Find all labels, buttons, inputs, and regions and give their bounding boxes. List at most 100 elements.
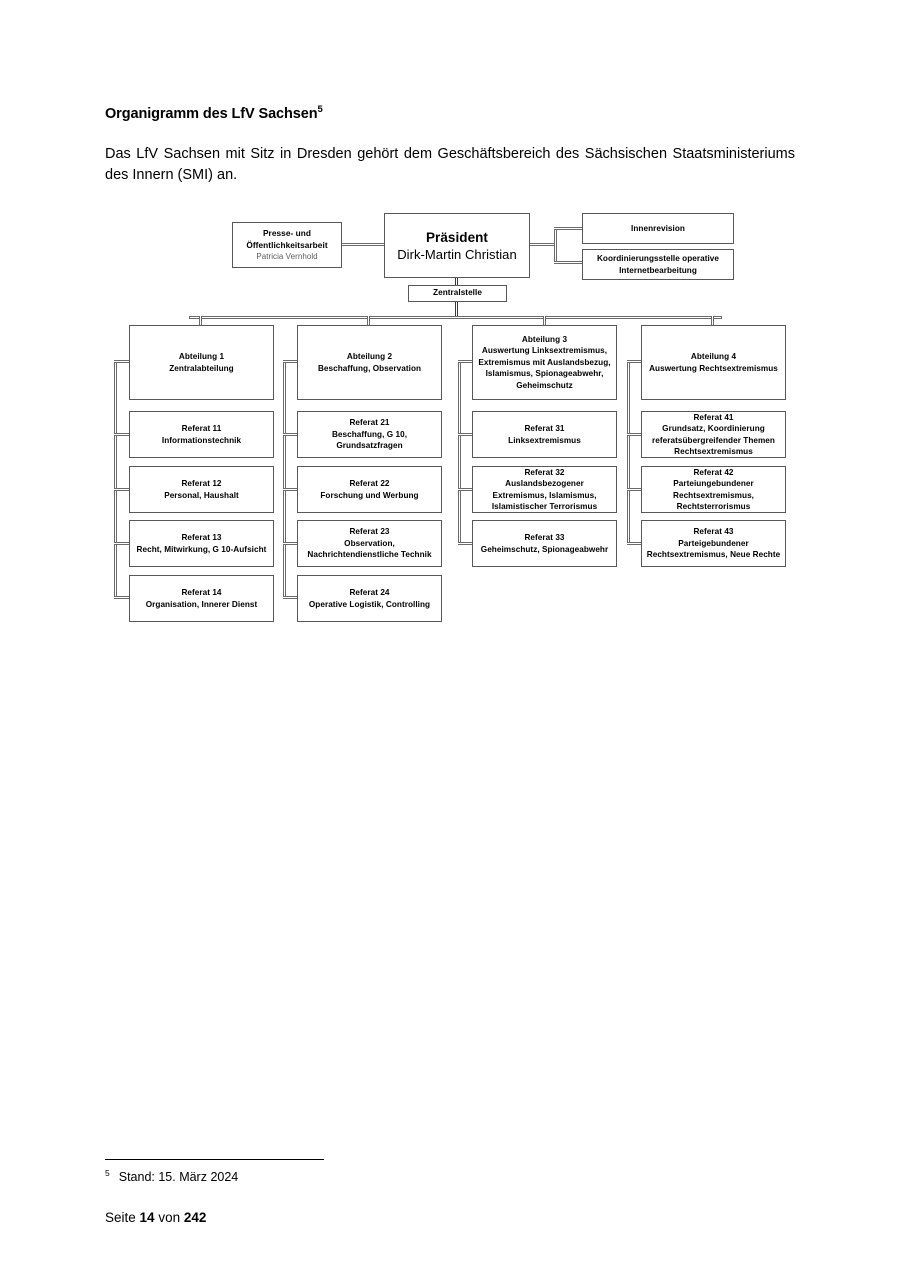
connector-president-to-staff-bus xyxy=(529,243,556,246)
referat-41-title: Referat 41 xyxy=(693,412,734,422)
org-node-referat-23[interactable]: Referat 23 Observation, Nachrichtendiens… xyxy=(297,520,442,567)
referat-21-title: Referat 21 xyxy=(349,418,390,428)
president-name: Dirk-Martin Christian xyxy=(397,246,517,262)
bracket-stub-referat-14 xyxy=(114,596,130,599)
org-node-referat-32[interactable]: Referat 32 Auslandsbezogener Extremismus… xyxy=(472,466,617,513)
referat-32-title: Referat 32 xyxy=(524,467,565,477)
referat-13-title: Referat 13 xyxy=(181,533,222,542)
org-node-abteilung-2[interactable]: Abteilung 2 Beschaffung, Observation xyxy=(297,325,442,400)
org-node-zentralstelle[interactable]: Zentralstelle xyxy=(408,285,507,302)
org-node-abteilung-1[interactable]: Abteilung 1 Zentralabteilung xyxy=(129,325,274,400)
bracket-stub-referat-13 xyxy=(114,542,130,545)
press-office-line2: Öffentlichkeitsarbeit xyxy=(246,239,328,250)
president-title: Präsident xyxy=(426,229,488,245)
connector-bus-to-innenrevision xyxy=(554,227,583,230)
abteilung-2-subtitle: Beschaffung, Observation xyxy=(317,363,422,373)
connector-bus-to-koordinierungsstelle xyxy=(554,261,583,264)
org-node-press-office[interactable]: Presse- und Öffentlichkeitsarbeit Patric… xyxy=(232,222,342,268)
bracket-stub-referat-33 xyxy=(458,542,474,545)
org-node-koordinierungsstelle[interactable]: Koordinierungsstelle operative Internetb… xyxy=(582,249,734,280)
org-node-referat-11[interactable]: Referat 11 Informationstechnik xyxy=(129,411,274,458)
org-node-referat-22[interactable]: Referat 22 Forschung und Werbung xyxy=(297,466,442,513)
org-node-referat-24[interactable]: Referat 24 Operative Logistik, Controlli… xyxy=(297,575,442,622)
department-distribution-bus xyxy=(189,316,722,319)
page-title-text: Organigramm des LfV Sachsen xyxy=(105,106,318,122)
bracket-stub-referat-41 xyxy=(627,433,643,436)
referat-12-title: Referat 12 xyxy=(181,479,222,488)
bracket-stub-abteilung-2 xyxy=(283,360,299,363)
referat-11-title: Referat 11 xyxy=(181,424,222,433)
abteilung-2-title: Abteilung 2 xyxy=(346,352,393,361)
page-footer-middle: von xyxy=(158,1210,181,1225)
referat-12-subtitle: Personal, Haushalt xyxy=(164,490,239,500)
org-node-abteilung-4[interactable]: Abteilung 4 Auswertung Rechtsextremismus xyxy=(641,325,786,400)
intro-paragraph: Das LfV Sachsen mit Sitz in Dresden gehö… xyxy=(105,144,795,186)
referat-33-title: Referat 33 xyxy=(524,533,565,542)
org-node-abteilung-3[interactable]: Abteilung 3 Auswertung Linksextremismus,… xyxy=(472,325,617,400)
referat-41-subtitle: Grundsatz, Koordinierung referatsübergre… xyxy=(652,424,775,456)
drop-abteilung-2 xyxy=(367,316,370,326)
page-footer-total: 242 xyxy=(183,1210,207,1225)
abteilung-3-title: Abteilung 3 xyxy=(521,334,568,344)
press-office-line1: Presse- und xyxy=(262,228,312,238)
bracket-abteilung-2 xyxy=(283,360,286,597)
org-node-referat-21[interactable]: Referat 21 Beschaffung, G 10, Grundsatzf… xyxy=(297,411,442,458)
bracket-stub-abteilung-4 xyxy=(627,360,643,363)
bracket-stub-referat-11 xyxy=(114,433,130,436)
referat-11-subtitle: Informationstechnik xyxy=(161,435,242,445)
abteilung-4-subtitle: Auswertung Rechtsextremismus xyxy=(649,363,778,373)
org-node-president[interactable]: Präsident Dirk-Martin Christian xyxy=(384,213,530,278)
org-node-referat-41[interactable]: Referat 41 Grundsatz, Koordinierung refe… xyxy=(641,411,786,458)
org-node-referat-42[interactable]: Referat 42 Parteiungebundener Rechtsextr… xyxy=(641,466,786,513)
drop-abteilung-3 xyxy=(543,316,546,326)
abteilung-1-title: Abteilung 1 xyxy=(178,352,225,361)
referat-22-title: Referat 22 xyxy=(349,479,390,488)
org-node-innenrevision[interactable]: Innenrevision xyxy=(582,213,734,244)
abteilung-4-title: Abteilung 4 xyxy=(690,352,737,361)
org-node-referat-43[interactable]: Referat 43 Parteigebundener Rechtsextrem… xyxy=(641,520,786,567)
org-node-referat-13[interactable]: Referat 13 Recht, Mitwirkung, G 10-Aufsi… xyxy=(129,520,274,567)
referat-31-subtitle: Linksextremismus xyxy=(508,435,581,445)
referat-42-subtitle: Parteiungebundener Rechtsextremismus, Re… xyxy=(673,479,754,511)
page-title: Organigramm des LfV Sachsen5 xyxy=(105,105,323,122)
org-node-referat-33[interactable]: Referat 33 Geheimschutz, Spionageabwehr xyxy=(472,520,617,567)
innenrevision-label: Innenrevision xyxy=(631,223,685,233)
connector-president-to-zentralstelle xyxy=(455,277,458,285)
drop-abteilung-4 xyxy=(711,316,714,326)
bracket-abteilung-3 xyxy=(458,360,461,543)
referat-24-subtitle: Operative Logistik, Controlling xyxy=(308,599,431,609)
page-footer-prefix: Seite xyxy=(105,1210,136,1225)
bracket-abteilung-4 xyxy=(627,360,630,543)
footnote-separator xyxy=(105,1159,324,1160)
page-footer-number: 14 xyxy=(139,1210,155,1225)
connector-staff-bus-vertical xyxy=(554,227,557,263)
bracket-stub-referat-22 xyxy=(283,488,299,491)
abteilung-1-subtitle: Zentralabteilung xyxy=(169,363,234,373)
referat-43-title: Referat 43 xyxy=(693,527,734,537)
org-node-referat-14[interactable]: Referat 14 Organisation, Innerer Dienst xyxy=(129,575,274,622)
intro-paragraph-text: Das LfV Sachsen mit Sitz in Dresden gehö… xyxy=(105,146,795,183)
referat-42-title: Referat 42 xyxy=(693,467,734,477)
bracket-stub-referat-42 xyxy=(627,488,643,491)
referat-23-subtitle: Observation, Nachrichtendienstliche Tech… xyxy=(307,538,432,560)
referat-14-subtitle: Organisation, Innerer Dienst xyxy=(145,599,258,609)
referat-14-title: Referat 14 xyxy=(181,588,222,597)
connector-presse-to-president xyxy=(341,243,385,246)
referat-32-subtitle: Auslandsbezogener Extremismus, Islamismu… xyxy=(491,479,598,511)
referat-31-title: Referat 31 xyxy=(524,424,565,433)
page-footer: Seite 14 von 242 xyxy=(105,1210,206,1225)
bracket-stub-referat-21 xyxy=(283,433,299,436)
org-node-referat-31[interactable]: Referat 31 Linksextremismus xyxy=(472,411,617,458)
org-node-referat-12[interactable]: Referat 12 Personal, Haushalt xyxy=(129,466,274,513)
connector-zentralstelle-to-bus xyxy=(455,302,458,318)
bracket-abteilung-1 xyxy=(114,360,117,597)
bracket-stub-referat-31 xyxy=(458,433,474,436)
referat-22-subtitle: Forschung und Werbung xyxy=(320,490,419,500)
referat-33-subtitle: Geheimschutz, Spionageabwehr xyxy=(480,544,609,554)
abteilung-3-subtitle: Auswertung Linksextremismus, Extremismus… xyxy=(478,346,611,390)
koordinierungsstelle-label: Koordinierungsstelle operative Internetb… xyxy=(596,254,720,275)
referat-13-subtitle: Recht, Mitwirkung, G 10-Aufsicht xyxy=(136,544,267,554)
zentralstelle-label: Zentralstelle xyxy=(433,288,482,298)
